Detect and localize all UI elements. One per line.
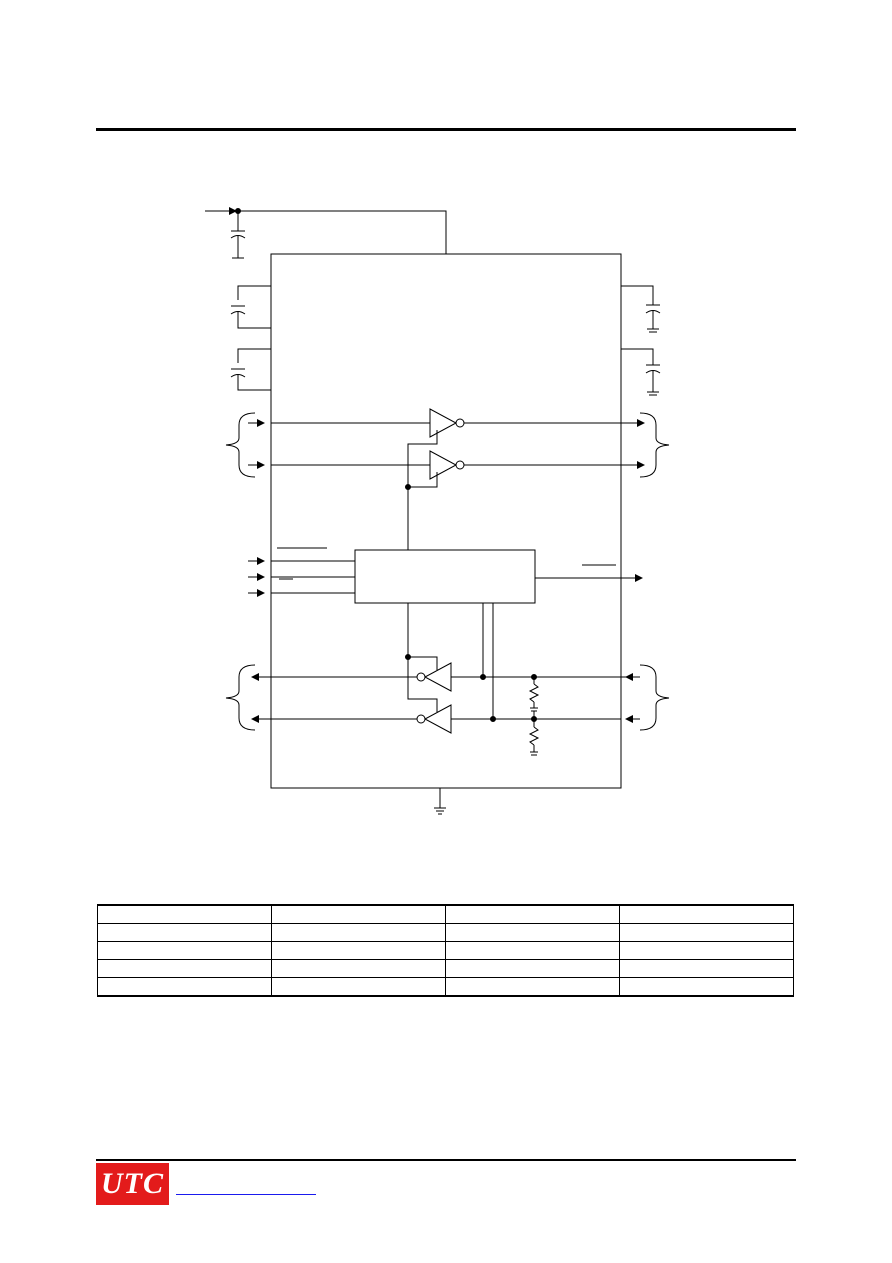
right-brace-lower [639,664,670,731]
table-cell [619,977,794,997]
table-cell [445,923,620,942]
left-brace-upper [225,412,256,478]
utc-logo: UTC [96,1163,169,1205]
receiver-1 [423,662,452,692]
table-cell [619,904,794,924]
table-cell [271,977,446,997]
table-cell [97,959,272,978]
table-cell [619,941,794,960]
table-cell [97,941,272,960]
left-brace-lower [225,664,256,731]
table-row [97,959,794,978]
table-cell [97,923,272,942]
resistor-1 [528,683,540,703]
right-brace-upper [639,412,670,478]
table-cell [271,923,446,942]
table-cell [271,959,446,978]
header-rule [96,128,796,131]
driver-1 [429,408,458,438]
table-cell [445,941,620,960]
table-cell [271,941,446,960]
table-cell [97,904,272,924]
receiver-2 [423,704,452,734]
table-cell [445,977,620,997]
table-cell [445,904,620,924]
control-block [354,549,536,604]
table-cell [619,959,794,978]
table-cell [271,904,446,924]
table-cell [97,977,272,997]
table-cell [619,923,794,942]
table-row [97,977,794,997]
driver-2 [429,450,458,480]
table-row [97,923,794,942]
table-row [97,904,794,924]
table-row [97,941,794,960]
footer-rule [96,1159,796,1161]
data-table [97,904,794,997]
website-link[interactable] [176,1194,316,1195]
resistor-2 [528,726,540,746]
table-cell [445,959,620,978]
logo-text: UTC [101,1167,164,1200]
